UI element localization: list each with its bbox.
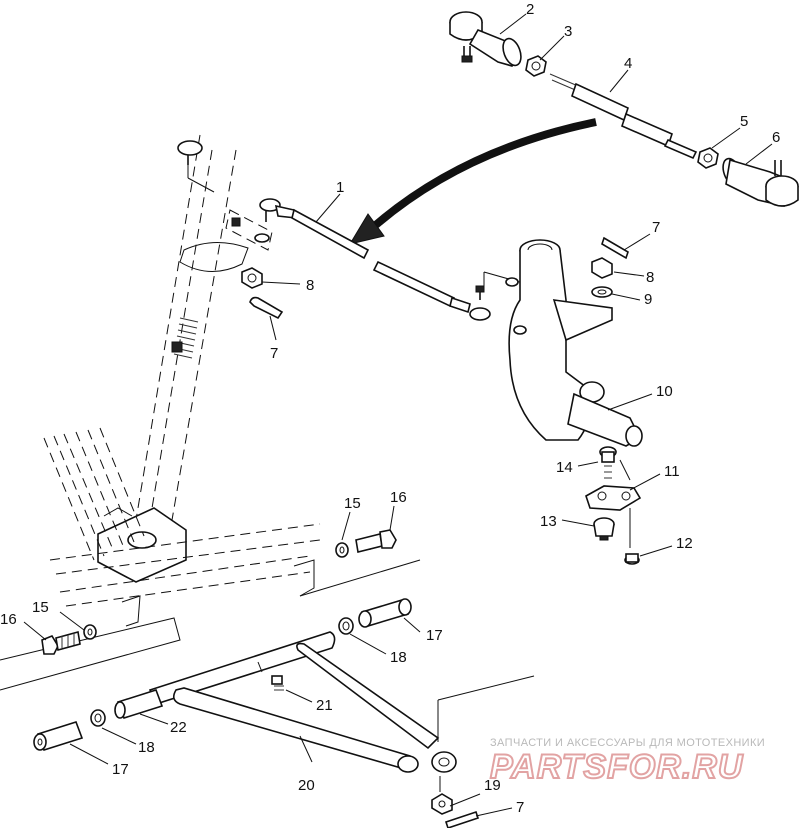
mounting-plate	[585, 459, 642, 511]
watermark-tagline: ЗАПЧАСТИ И АКСЕССУАРЫ ДЛЯ МОТОТЕХНИКИ	[490, 737, 765, 749]
assembly-arrow-head	[348, 213, 385, 245]
callout-1: 1	[336, 179, 344, 196]
tie-rod-end-right	[722, 157, 799, 207]
callout-18-left: 18	[138, 739, 155, 756]
callout-15-right: 15	[344, 495, 361, 512]
callout-16-right: 16	[390, 489, 407, 506]
callout-7-post: 7	[270, 345, 278, 362]
cotter-pin-left	[249, 296, 284, 320]
castle-nut-right	[591, 257, 613, 279]
frame-hatching	[43, 427, 145, 561]
bolt-16-right	[355, 529, 397, 553]
leader-lines	[23, 13, 773, 817]
washer-right	[591, 286, 613, 298]
callout-3: 3	[564, 23, 572, 40]
frame-cross-tubes	[0, 523, 421, 691]
bump-stop	[593, 517, 615, 541]
tie-rod-sleeve	[549, 73, 698, 160]
callout-8-post: 8	[306, 277, 314, 294]
callout-12: 12	[676, 535, 693, 552]
callout-16-left: 16	[0, 611, 17, 628]
bolt-16-left	[41, 630, 81, 655]
steering-post-spring	[171, 317, 199, 359]
callout-15-left: 15	[32, 599, 49, 616]
callout-2: 2	[526, 1, 534, 18]
callout-numbers: 2 3 4 5 6 1 7 8 9 8 7 10 14 11 13 12 15 …	[0, 1, 780, 816]
tie-rod-assembly-exploded	[348, 11, 799, 245]
callout-7-knuckle: 7	[652, 219, 660, 236]
callout-17-left: 17	[112, 761, 129, 778]
washer-15-right	[335, 542, 349, 558]
bushing-17-left	[33, 721, 84, 751]
steering-knuckle	[505, 239, 643, 447]
steering-post	[97, 134, 273, 583]
tie-rod-end-left	[449, 11, 522, 67]
callout-21: 21	[316, 697, 333, 714]
grease-fitting	[271, 675, 284, 691]
assembly-arrow	[367, 118, 597, 233]
callout-7-bottom: 7	[516, 799, 524, 816]
callout-11: 11	[664, 463, 680, 480]
washer-15-left	[83, 624, 97, 640]
washer-18-right	[338, 617, 354, 635]
callout-20: 20	[298, 777, 315, 794]
callout-4: 4	[624, 55, 632, 72]
callout-9: 9	[644, 291, 652, 308]
callout-6: 6	[772, 129, 780, 146]
washer-18-left	[90, 709, 106, 727]
tie-rod-installed	[259, 198, 531, 321]
callout-19: 19	[484, 777, 501, 794]
bolt-12	[624, 508, 640, 565]
callout-14: 14	[556, 459, 573, 476]
cotter-pin-bottom	[444, 810, 480, 828]
callout-8-knuckle: 8	[646, 269, 654, 286]
pivot-tube	[114, 689, 164, 719]
bolt-14	[599, 446, 617, 479]
callout-10: 10	[656, 383, 673, 400]
cotter-pin-right	[601, 236, 629, 260]
callout-18-right: 18	[390, 649, 407, 666]
watermark: ЗАПЧАСТИ И АКСЕССУАРЫ ДЛЯ МОТОТЕХНИКИ PA…	[489, 737, 765, 787]
jam-nut-right	[697, 147, 719, 169]
bushing-17-right	[358, 598, 412, 628]
watermark-brand: PARTSFOR.RU	[490, 748, 744, 786]
callout-5: 5	[740, 113, 748, 130]
callout-13: 13	[540, 513, 557, 530]
jam-nut-left	[525, 55, 547, 77]
castle-nut-left	[241, 267, 263, 289]
a-arm	[148, 631, 535, 815]
callout-22: 22	[170, 719, 187, 736]
callout-17-right: 17	[426, 627, 443, 644]
